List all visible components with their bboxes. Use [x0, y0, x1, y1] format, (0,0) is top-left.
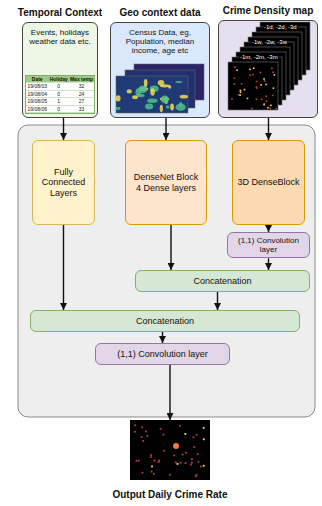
time-lag-label: -1w, -2w, -3w: [251, 39, 288, 46]
input-box: Geo context dataCensus Data, eg, Populat…: [110, 22, 210, 118]
arrow-connector: [268, 225, 269, 232]
arrow-connector: [268, 118, 269, 140]
table-cell: 19/08/05: [26, 98, 48, 106]
node-label: Events, holidays weather data etc.: [26, 28, 94, 46]
node-label: Census Data, eg, Population, median inco…: [114, 28, 206, 56]
output-map: Output Daily Crime Rate: [130, 420, 210, 480]
node-label: 3D DenseBlock: [237, 177, 299, 187]
model-container: [18, 125, 315, 417]
table-cell: Holiday: [48, 76, 68, 84]
table-cell: 33: [69, 106, 94, 114]
table-cell: 19/08/06: [26, 106, 48, 114]
data-table: DateHolidayMax temp19/08/0303219/08/0402…: [25, 75, 95, 115]
crime-map-stack: [228, 22, 310, 110]
table-cell: 0: [48, 83, 68, 91]
node-heading: Crime Density map: [223, 5, 314, 17]
table-cell: 0: [48, 106, 68, 114]
time-lag-label: -1m, -2m, -3m: [239, 54, 279, 61]
arrow-connector: [162, 332, 163, 343]
conv-box: (1,1) Convolution layer: [227, 232, 310, 258]
arrow-connector: [63, 118, 64, 140]
table-cell: 24: [69, 91, 94, 99]
node-heading: Geo context data: [119, 7, 200, 19]
node-label: Concatenation: [193, 276, 251, 286]
table-cell: 1: [48, 98, 68, 106]
geo-maps: [115, 64, 204, 113]
layer-box: DenseNet Block4 Dense layers: [125, 140, 207, 225]
node-label: (1,1) Convolution layer: [117, 349, 208, 359]
arrow-connector: [63, 225, 64, 310]
node-label: 4 Dense layers: [136, 183, 196, 193]
table-cell: Date: [26, 76, 48, 84]
concat-box: Concatenation: [135, 270, 310, 292]
input-box: Crime Density map-1d, -2d, -3d-1w, -2w, …: [218, 20, 318, 118]
node-label: Fully Connected Layers: [36, 167, 91, 198]
table-cell: 0: [48, 91, 68, 99]
conv-box: (1,1) Convolution layer: [95, 343, 230, 365]
node-heading: Temporal Context: [18, 7, 102, 19]
layer-box: Fully Connected Layers: [32, 140, 95, 225]
arrow-connector: [169, 365, 170, 420]
table-cell: Max temp: [69, 76, 94, 84]
table-cell: 19/08/03: [26, 83, 48, 91]
table-cell: 32: [69, 83, 94, 91]
table-cell: 19/08/04: [26, 91, 48, 99]
arrow-connector: [217, 292, 218, 310]
node-label: Concatenation: [136, 316, 194, 326]
node-label: DenseNet Block: [134, 172, 199, 182]
layer-box: 3D DenseBlock: [232, 140, 305, 225]
node-label: (1,1) Convolution layer: [231, 236, 306, 254]
output-map: [134, 424, 205, 477]
input-box: Temporal ContextEvents, holidays weather…: [22, 22, 98, 118]
time-lag-label: -1d, -2d, -3d: [263, 24, 298, 31]
concat-box: Concatenation: [30, 310, 300, 332]
arrow-connector: [268, 258, 269, 270]
arrow-connector: [170, 225, 171, 270]
arrow-connector: [165, 118, 166, 140]
table-cell: 27: [69, 98, 94, 106]
node-heading: Output Daily Crime Rate: [112, 489, 227, 501]
